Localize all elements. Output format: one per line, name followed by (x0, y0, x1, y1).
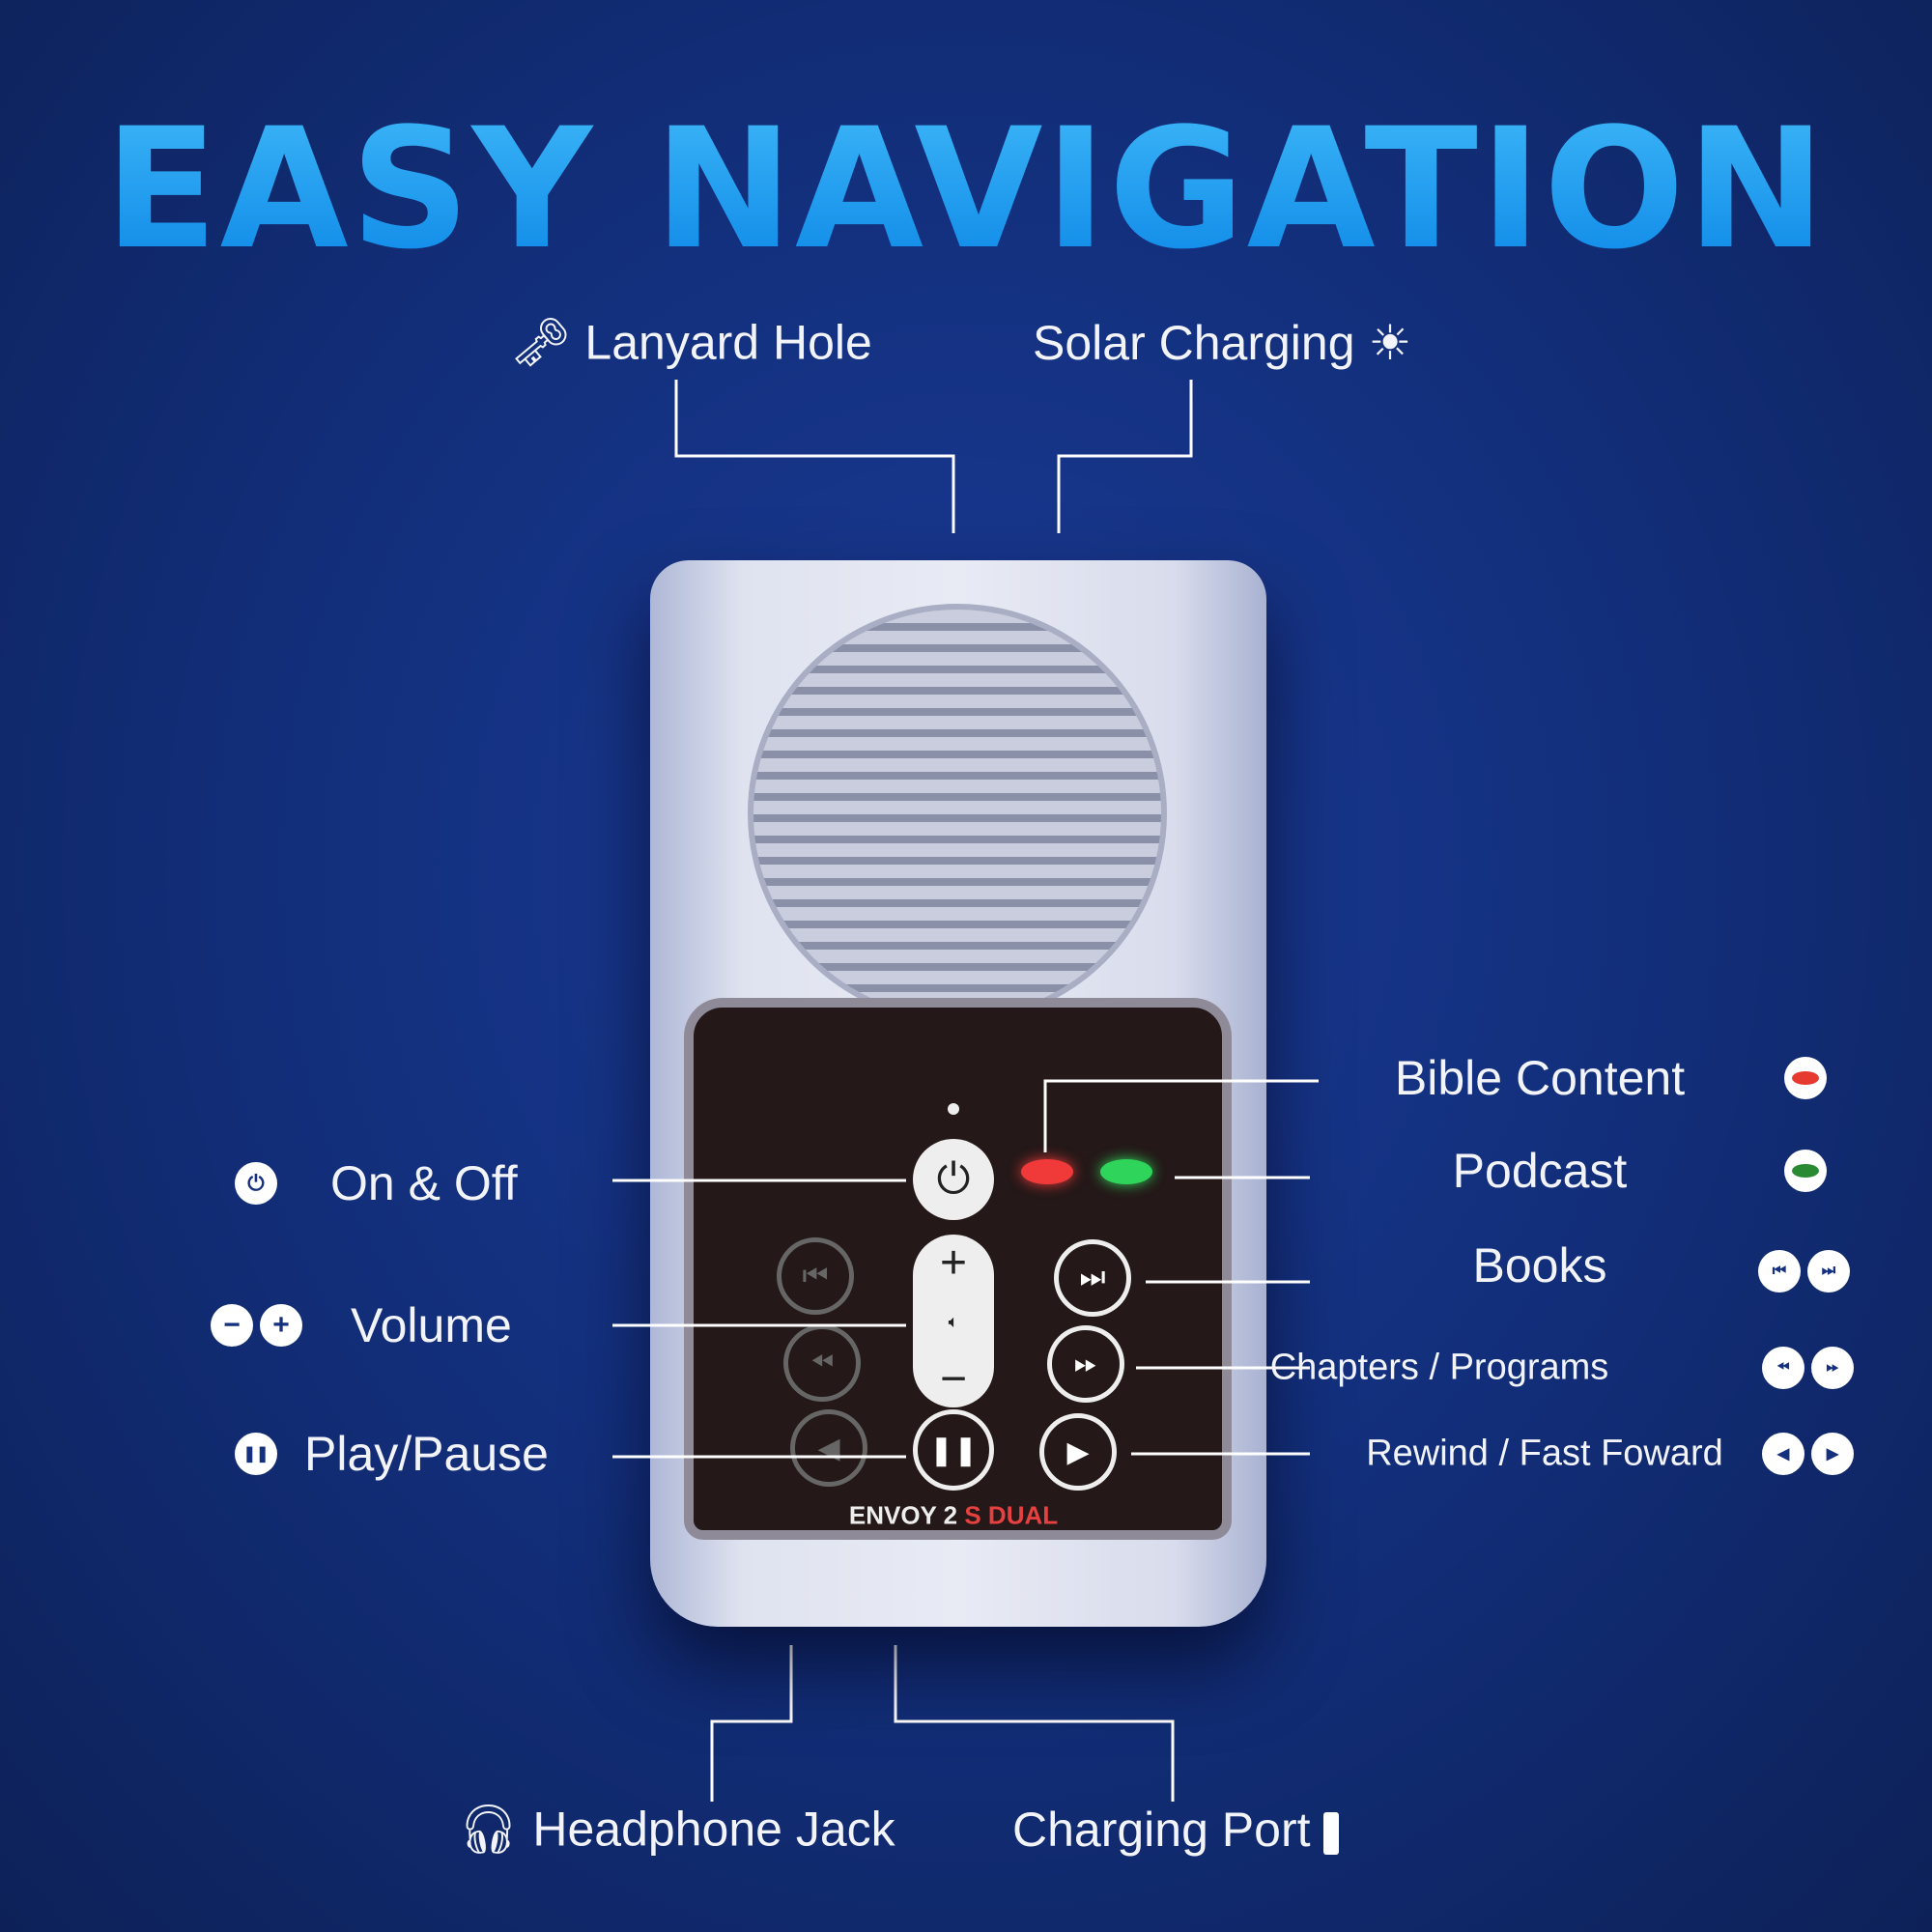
volume-label: Volume (351, 1298, 512, 1352)
charging-text: Charging Port (1012, 1803, 1311, 1857)
chapters-label: Chapters / Programs (1269, 1347, 1609, 1388)
power-label: On & Off (330, 1156, 518, 1210)
rewind-icon: ⏪︎ (1762, 1347, 1804, 1389)
skip-forward-icon: ⏭︎ (1079, 1262, 1106, 1293)
charging-label: Charging Port (1012, 1802, 1340, 1858)
rewind-label: Rewind / Fast Foward (1366, 1433, 1723, 1474)
indicator-dot (948, 1103, 959, 1115)
solar-text: Solar Charging (1033, 316, 1355, 370)
minus-icon: − (211, 1304, 253, 1347)
pause-button[interactable]: ❚❚ (913, 1409, 994, 1491)
skip-forward-icon: ⏭︎ (1807, 1250, 1850, 1293)
play-pause-label: Play/Pause (304, 1427, 549, 1481)
pause-icon: ❚❚ (235, 1433, 277, 1475)
speaker-icon: 🔈︎ (948, 1312, 959, 1331)
pause-icon: ❚❚ (928, 1434, 979, 1466)
headphone-label: 🎧︎ Headphone Jack (458, 1802, 895, 1859)
books-label: Books (1472, 1238, 1607, 1293)
headphone-icon: 🎧︎ (458, 1802, 520, 1857)
headphone-line (710, 1645, 793, 1802)
power-icon: ⏻ (235, 1162, 277, 1205)
play-icon: ▶ (1066, 1435, 1090, 1468)
play-icon: ▶ (1811, 1433, 1854, 1475)
lanyard-line (674, 380, 955, 533)
prev-book-button[interactable]: ⏮︎ (777, 1237, 854, 1315)
podcast-label: Podcast (1452, 1144, 1628, 1198)
bible-label: Bible Content (1394, 1051, 1686, 1105)
play-back-icon: ◀ (1762, 1433, 1804, 1475)
bible-line (1043, 1079, 1319, 1152)
lanyard-label: 🗝︎ Lanyard Hole (510, 315, 872, 372)
power-button[interactable]: ⏻ (913, 1139, 994, 1220)
lanyard-text: Lanyard Hole (584, 315, 872, 370)
led-red (1021, 1159, 1073, 1184)
plus-icon: + (260, 1304, 302, 1347)
led-green (1100, 1159, 1152, 1184)
model-text: S DUAL (964, 1500, 1059, 1530)
solar-line (1057, 380, 1193, 533)
volume-rocker[interactable]: + 🔈︎ − (913, 1235, 994, 1407)
minus-icon: − (939, 1353, 968, 1405)
page-title: EASY NAVIGATION (0, 92, 1932, 286)
usb-plug-icon (1323, 1811, 1340, 1855)
rewind-icon: ⏪︎ (810, 1347, 834, 1378)
lanyard-icon: 🗝︎ (510, 315, 572, 370)
fast-forward-icon: ⏩︎ (1811, 1347, 1854, 1389)
speaker-grille (748, 604, 1167, 1023)
charging-line (894, 1645, 1175, 1802)
next-book-button[interactable]: ⏭︎ (1054, 1239, 1131, 1317)
device-logo: ENVOY 2 S DUAL (849, 1501, 1058, 1531)
fast-forward-icon: ⏩︎ (1074, 1348, 1097, 1379)
brand-text: ENVOY 2 (848, 1500, 958, 1530)
headphone-text: Headphone Jack (532, 1802, 895, 1857)
power-icon: ⏻ (936, 1155, 971, 1203)
solar-label: Solar Charging ☀ (1033, 315, 1411, 371)
red-led-icon (1784, 1057, 1827, 1099)
skip-back-icon: ⏮︎ (1758, 1250, 1801, 1293)
fast-forward-button[interactable]: ▶ (1039, 1413, 1117, 1491)
solar-charging-icon: ☀ (1368, 316, 1412, 370)
green-led-icon (1784, 1150, 1827, 1192)
plus-icon: + (939, 1237, 968, 1289)
skip-back-icon: ⏮︎ (802, 1260, 829, 1292)
next-chapter-button[interactable]: ⏩︎ (1047, 1325, 1124, 1403)
